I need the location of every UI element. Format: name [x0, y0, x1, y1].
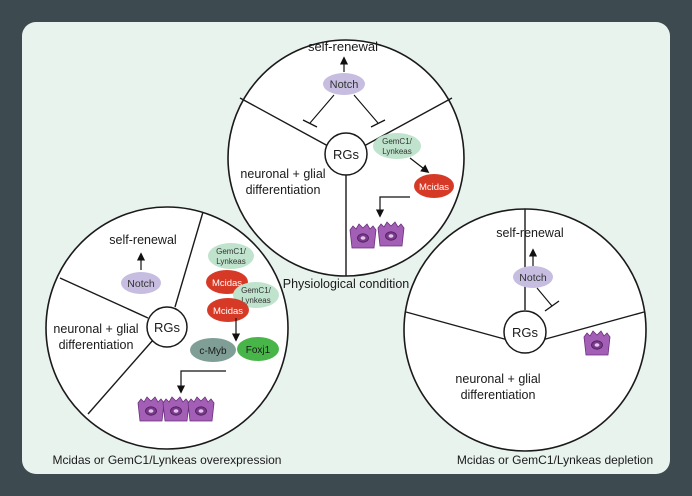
physiological-diff-line2: differentiation — [246, 183, 321, 197]
physiological-mcidas-node — [414, 174, 454, 198]
physiological-notch-label: Notch — [330, 79, 359, 91]
depletion-diff-line2: differentiation — [461, 388, 536, 402]
overexpression-caption: Mcidas or GemC1/Lynkeas overexpression — [53, 453, 282, 467]
physiological-panel: RGs self-renewal Notch neuronal + glial … — [227, 39, 465, 277]
physiological-inhibit-right-bar — [370, 119, 386, 128]
depletion-panel: RGs self-renewal Notch neuronal + glial … — [403, 208, 647, 452]
overexpression-cmyb-label: c-Myb — [199, 346, 227, 357]
physiological-notch-node — [323, 73, 365, 95]
physiological-mcidas-arrow — [375, 196, 410, 218]
overexpression-gemc1-bottom-line1: GemC1/ — [241, 286, 272, 295]
overexpression-cmyb-node — [190, 338, 236, 362]
overexpression-notch-label: Notch — [127, 278, 155, 290]
overexpression-notch-node — [121, 272, 161, 294]
depletion-inhibit — [536, 287, 553, 307]
physiological-inhibit-left-bar — [302, 119, 318, 128]
overexpression-cell-cluster — [137, 396, 215, 422]
physiological-cell — [349, 223, 377, 249]
overexpression-rgs-node — [146, 306, 188, 348]
physiological-gemc1-line1: GemC1/ — [382, 137, 413, 146]
depletion-notch-label: Notch — [519, 272, 547, 284]
depletion-rgs-label: RGs — [512, 325, 539, 340]
overexpression-gemc1-bottom-line2: Lynkeas — [241, 296, 271, 305]
physiological-inhibit-left — [309, 94, 335, 124]
overexpression-diff-line2: differentiation — [59, 338, 134, 352]
depletion-notch-node — [513, 266, 553, 288]
depletion-divider-left — [405, 311, 509, 341]
physiological-divider-left — [239, 97, 329, 147]
overexpression-cmyb-arrow — [176, 370, 226, 394]
physiological-self-renewal: self-renewal — [308, 39, 378, 54]
physiological-rgs-node — [324, 132, 368, 176]
overexpression-divider-left — [59, 277, 149, 319]
physiological-rgs-label: RGs — [333, 147, 360, 162]
depletion-self-renewal: self-renewal — [496, 226, 563, 240]
physiological-gemc1-arrow — [409, 157, 430, 174]
depletion-caption: Mcidas or GemC1/Lynkeas depletion — [457, 453, 653, 467]
physiological-cell — [377, 221, 405, 247]
physiological-gemc1-line2: Lynkeas — [382, 147, 412, 156]
overexpression-cell — [137, 396, 165, 422]
overexpression-foxj1-label: Foxj1 — [246, 345, 271, 356]
overexpression-panel: RGs self-renewal Notch neuronal + glial … — [45, 206, 289, 450]
physiological-gemc1-node — [373, 133, 421, 159]
overexpression-divider-up — [174, 211, 204, 308]
physiological-mcidas-label: Mcidas — [419, 182, 449, 193]
depletion-divider-right — [541, 311, 645, 341]
depletion-inhibit-bar — [544, 300, 560, 312]
overexpression-mcidas-node-bottom — [207, 298, 249, 322]
overexpression-divider-down — [87, 339, 154, 415]
depletion-cell — [583, 330, 611, 356]
depletion-rgs-node — [503, 310, 547, 354]
physiological-inhibit-right — [353, 94, 379, 124]
overexpression-gemc1-node-bottom — [233, 282, 279, 308]
overexpression-rgs-label: RGs — [154, 320, 181, 335]
overexpression-diff-line1: neuronal + glial — [53, 322, 138, 336]
overexpression-cell — [162, 396, 190, 422]
overexpression-foxj1-node — [237, 337, 279, 361]
overexpression-gemc1-node-top — [208, 243, 254, 269]
overexpression-mcidas-top-label: Mcidas — [212, 278, 242, 289]
overexpression-cell — [187, 396, 215, 422]
overexpression-gemc1-top-line1: GemC1/ — [216, 247, 247, 256]
overexpression-mcidas-bottom-label: Mcidas — [213, 306, 243, 317]
depletion-diff-line1: neuronal + glial — [455, 372, 540, 386]
overexpression-self-renewal: self-renewal — [109, 233, 176, 247]
overexpression-gemc1-top-line2: Lynkeas — [216, 257, 246, 266]
physiological-caption: Physiological condition — [283, 277, 410, 291]
physiological-diff-line1: neuronal + glial — [240, 167, 325, 181]
